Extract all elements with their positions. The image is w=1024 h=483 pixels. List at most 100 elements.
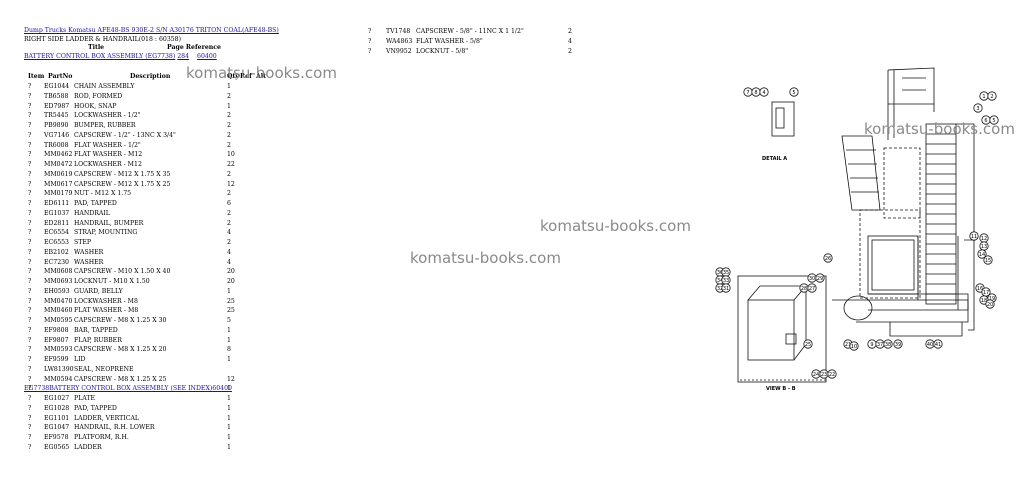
callout-label: 19 <box>989 296 995 302</box>
row-part-number: MM0693 <box>44 278 73 285</box>
col-title-label: Title <box>88 44 105 52</box>
row-description[interactable]: BATTERY CONTROL BOX ASSEMBLY (SEE INDEX) <box>49 385 213 393</box>
callout-label: 23 <box>821 372 827 378</box>
row-part-number: EG1044 <box>44 83 70 90</box>
row-description: SEAL, NEOPRENE <box>74 365 134 373</box>
callout-label: 28 <box>801 286 807 292</box>
callout-label: 40 <box>927 342 933 348</box>
col-description: Description <box>130 73 171 80</box>
row-item: ? <box>28 141 32 149</box>
row-description: LOCKWASHER - M12 <box>74 161 142 168</box>
row-item: ? <box>28 395 32 402</box>
row-description: BAR, TAPPED <box>74 326 118 334</box>
row-qty: 4 <box>227 258 231 266</box>
table-row: ?EG7738BATTERY CONTROL BOX ASSEMBLY (SEE… <box>24 384 284 394</box>
row-description: LOCKNUT - 5/8" <box>416 47 469 55</box>
callout-label: 5 <box>992 118 995 124</box>
callout-circle <box>759 87 769 97</box>
row-part-number: LW81390 <box>44 365 74 373</box>
callout-label: 9 <box>870 342 873 348</box>
row-description: CAPSCREW - M8 X 1.25 X 20 <box>74 346 167 354</box>
ref-link-title[interactable]: BATTERY CONTROL BOX ASSEMBLY (EG7738) <box>24 52 176 60</box>
row-qty: 1 <box>227 414 231 422</box>
callout-circle <box>815 273 825 283</box>
row-description: CAPSCREW - 5/8" - 11NC X 1 1/2" <box>416 28 524 35</box>
callout-label: 30 <box>809 276 815 282</box>
row-qty: 1 <box>227 336 231 344</box>
row-item: ? <box>28 190 32 198</box>
row-description: CAPSCREW - M8 X 1.25 X 25 <box>74 375 167 383</box>
reference-row: BATTERY CONTROL BOX ASSEMBLY (EG7738) 28… <box>24 53 279 62</box>
row-item: ? <box>28 326 32 334</box>
callout-label: 38 <box>885 342 891 348</box>
row-item: ? <box>28 258 32 266</box>
callout-label: 35 <box>723 270 729 276</box>
row-description: CAPSCREW - 1/2" - 13NC X 3/4" <box>74 131 176 139</box>
col-page-ref-label: Page Reference <box>167 44 221 52</box>
ref-link-page[interactable]: 60400 <box>197 52 217 60</box>
callout-circle <box>973 103 983 113</box>
row-part-number[interactable]: EG7738 <box>24 385 50 393</box>
callout-label: 26 <box>825 256 831 262</box>
callout-label: 18 <box>981 298 987 304</box>
row-part-number: MM0595 <box>44 317 73 324</box>
row-part-number: MM0608 <box>44 268 73 276</box>
callout-label: 10 <box>851 344 857 350</box>
row-item: ? <box>28 404 32 412</box>
row-description: WASHER <box>74 248 104 256</box>
row-page-link[interactable]: 60400 <box>212 385 232 393</box>
row-part-number: EC6553 <box>44 239 69 246</box>
row-description: PLATFORM, R.H. <box>74 434 129 441</box>
row-part-number: EB2102 <box>44 248 69 256</box>
battery-box <box>747 299 795 361</box>
row-qty: 2 <box>568 47 572 55</box>
row-part-number: EH0593 <box>44 287 70 295</box>
row-qty: 25 <box>227 297 235 305</box>
row-description: PAD, TAPPED <box>74 404 117 412</box>
row-part-number: EG1037 <box>44 209 70 217</box>
row-qty: 12 <box>227 180 235 188</box>
row-qty: 25 <box>227 307 235 315</box>
callout-label: 27 <box>809 286 815 292</box>
callout-circle <box>977 249 987 259</box>
ref-link-num[interactable]: 284 <box>177 52 190 60</box>
row-item: ? <box>28 414 32 422</box>
callout-circle <box>893 339 903 349</box>
row-description: HANDRAIL, BUMPER <box>74 219 144 227</box>
row-part-number: EG1027 <box>44 395 70 402</box>
row-item: ? <box>28 307 32 315</box>
row-qty: 2 <box>227 141 231 149</box>
page-header: Dump Trucks Komatsu AFE48-BS 930E-2 S/N … <box>24 27 279 61</box>
row-qty: 1 <box>227 83 231 90</box>
row-qty: 2 <box>227 92 231 100</box>
row-item: ? <box>28 424 32 432</box>
callout-label: 41 <box>935 342 941 348</box>
detail-a-label: DETAIL A <box>762 156 787 162</box>
row-qty: 8 <box>227 346 231 354</box>
row-description: LOCKWASHER - M8 <box>74 297 138 305</box>
row-description: STEP <box>74 239 92 246</box>
row-item: ? <box>28 268 32 276</box>
row-qty: 1 <box>227 326 231 334</box>
row-item: ? <box>28 151 32 159</box>
row-item: ? <box>28 375 32 383</box>
row-qty: 2 <box>568 28 572 35</box>
row-qty: 2 <box>227 170 231 178</box>
row-part-number: PB9890 <box>44 122 69 129</box>
callout-circle <box>823 253 833 263</box>
row-part-number: EG1047 <box>44 424 70 432</box>
row-description: FLAP, RUBBER <box>74 336 122 344</box>
breadcrumb-link[interactable]: Dump Trucks Komatsu AFE48-BS 930E-2 S/N … <box>24 27 279 34</box>
row-part-number: MM0593 <box>44 346 73 354</box>
row-qty: 2 <box>227 209 231 217</box>
